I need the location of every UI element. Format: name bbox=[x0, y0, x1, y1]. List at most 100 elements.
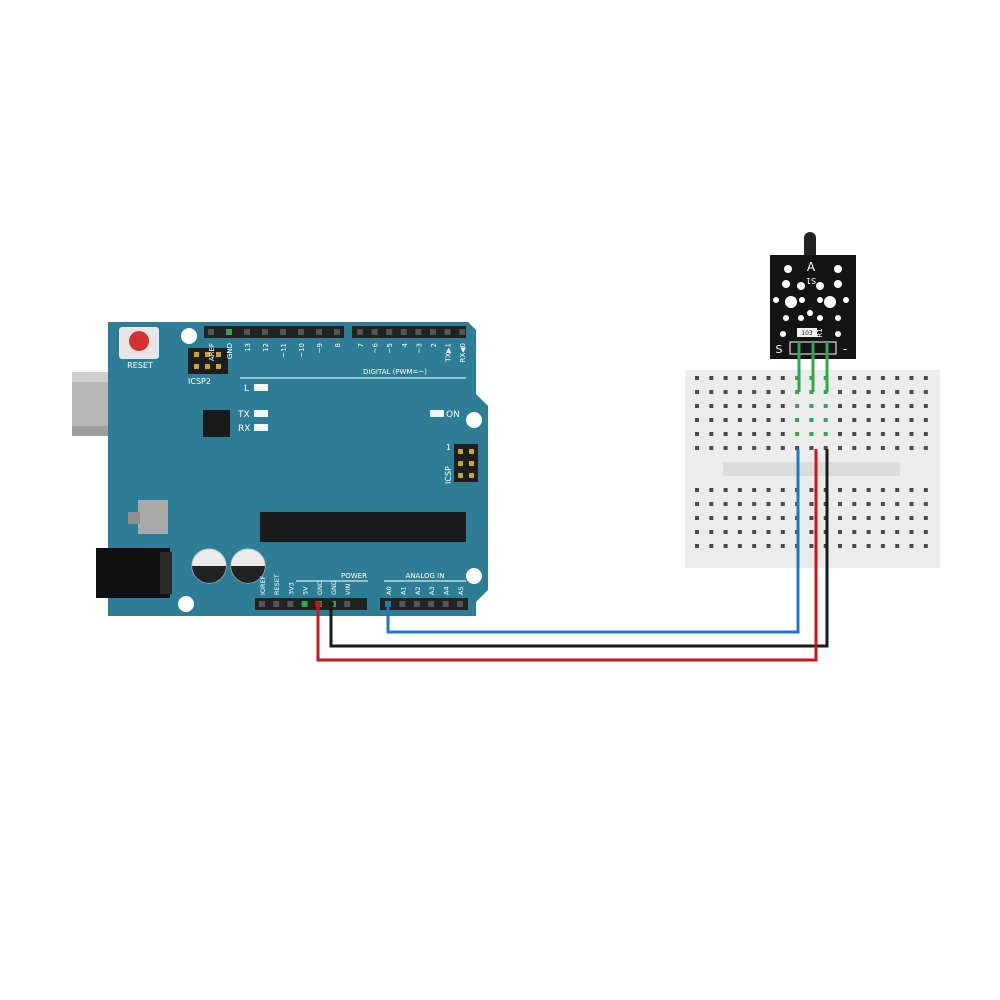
power-wire[interactable] bbox=[316, 449, 818, 662]
breadboard-hole[interactable] bbox=[723, 446, 728, 450]
breadboard-hole[interactable] bbox=[809, 516, 814, 520]
breadboard-hole[interactable] bbox=[852, 502, 857, 506]
digital-pin[interactable] bbox=[357, 329, 363, 335]
breadboard-hole[interactable] bbox=[752, 488, 757, 492]
breadboard-hole[interactable] bbox=[895, 432, 900, 436]
digital-pin[interactable] bbox=[430, 329, 436, 335]
breadboard-hole[interactable] bbox=[695, 418, 699, 422]
breadboard-hole[interactable] bbox=[923, 432, 928, 436]
power-pin[interactable] bbox=[259, 601, 265, 607]
breadboard-hole[interactable] bbox=[880, 376, 885, 380]
breadboard-hole[interactable] bbox=[909, 530, 914, 534]
breadboard-hole[interactable] bbox=[795, 390, 800, 394]
breadboard-hole[interactable] bbox=[838, 530, 842, 534]
breadboard-hole[interactable] bbox=[723, 502, 728, 506]
breadboard-hole[interactable] bbox=[852, 544, 857, 548]
breadboard-hole[interactable] bbox=[709, 544, 714, 548]
breadboard-hole[interactable] bbox=[780, 516, 785, 520]
breadboard-hole[interactable] bbox=[909, 516, 914, 520]
breadboard-hole[interactable] bbox=[737, 446, 742, 450]
analog-pin[interactable] bbox=[428, 601, 435, 607]
breadboard-hole[interactable] bbox=[766, 446, 771, 450]
breadboard-hole[interactable] bbox=[780, 502, 785, 506]
breadboard-hole[interactable] bbox=[752, 432, 757, 436]
breadboard-hole[interactable] bbox=[723, 390, 728, 394]
breadboard-hole[interactable] bbox=[723, 418, 728, 422]
digital-pin[interactable] bbox=[244, 329, 250, 335]
digital-pin[interactable] bbox=[316, 329, 322, 335]
breadboard-hole[interactable] bbox=[737, 516, 742, 520]
breadboard-hole[interactable] bbox=[723, 404, 728, 408]
breadboard-hole[interactable] bbox=[752, 390, 757, 394]
breadboard-hole[interactable] bbox=[866, 432, 871, 436]
signal-wire[interactable] bbox=[386, 449, 800, 634]
breadboard-hole[interactable] bbox=[766, 432, 771, 436]
breadboard-hole[interactable] bbox=[695, 390, 699, 394]
breadboard-hole[interactable] bbox=[723, 530, 728, 534]
breadboard-hole[interactable] bbox=[852, 404, 857, 408]
breadboard-hole[interactable] bbox=[780, 404, 785, 408]
breadboard-hole[interactable] bbox=[838, 418, 842, 422]
breadboard-hole[interactable] bbox=[737, 544, 742, 548]
breadboard-hole[interactable] bbox=[709, 530, 714, 534]
breadboard-hole[interactable] bbox=[752, 446, 757, 450]
breadboard-hole[interactable] bbox=[838, 376, 842, 380]
breadboard-hole[interactable] bbox=[866, 418, 871, 422]
digital-pin[interactable] bbox=[262, 329, 268, 335]
breadboard-hole[interactable] bbox=[909, 432, 914, 436]
breadboard-hole[interactable] bbox=[838, 516, 842, 520]
breadboard-hole[interactable] bbox=[766, 376, 771, 380]
breadboard-hole[interactable] bbox=[866, 502, 871, 506]
breadboard-hole[interactable] bbox=[752, 544, 757, 548]
breadboard-hole[interactable] bbox=[895, 404, 900, 408]
breadboard-hole[interactable] bbox=[823, 404, 828, 408]
digital-pin[interactable] bbox=[444, 329, 451, 335]
breadboard-hole[interactable] bbox=[895, 544, 900, 548]
breadboard-hole[interactable] bbox=[880, 446, 885, 450]
breadboard-hole[interactable] bbox=[695, 488, 699, 492]
breadboard-hole[interactable] bbox=[880, 432, 885, 436]
analog-pin[interactable] bbox=[399, 601, 406, 607]
breadboard-hole[interactable] bbox=[709, 502, 714, 506]
digital-pin[interactable] bbox=[334, 329, 340, 335]
breadboard-hole[interactable] bbox=[880, 544, 885, 548]
breadboard-hole[interactable] bbox=[695, 432, 699, 436]
breadboard-hole[interactable] bbox=[809, 418, 814, 422]
breadboard-hole[interactable] bbox=[766, 418, 771, 422]
breadboard-hole[interactable] bbox=[737, 432, 742, 436]
breadboard-hole[interactable] bbox=[852, 432, 857, 436]
breadboard-hole[interactable] bbox=[923, 446, 928, 450]
breadboard-hole[interactable] bbox=[737, 488, 742, 492]
breadboard-hole[interactable] bbox=[909, 418, 914, 422]
breadboard-hole[interactable] bbox=[809, 502, 814, 506]
breadboard-hole[interactable] bbox=[709, 432, 714, 436]
breadboard-hole[interactable] bbox=[766, 502, 771, 506]
breadboard-hole[interactable] bbox=[709, 488, 714, 492]
breadboard-hole[interactable] bbox=[709, 390, 714, 394]
breadboard-hole[interactable] bbox=[923, 376, 928, 380]
breadboard-hole[interactable] bbox=[795, 404, 800, 408]
breadboard-hole[interactable] bbox=[780, 432, 785, 436]
breadboard-hole[interactable] bbox=[866, 516, 871, 520]
breadboard-hole[interactable] bbox=[795, 446, 800, 450]
breadboard-hole[interactable] bbox=[752, 516, 757, 520]
breadboard-hole[interactable] bbox=[895, 502, 900, 506]
analog-pin[interactable] bbox=[442, 601, 449, 607]
breadboard-hole[interactable] bbox=[852, 530, 857, 534]
breadboard-hole[interactable] bbox=[866, 544, 871, 548]
breadboard-hole[interactable] bbox=[737, 530, 742, 534]
digital-pin[interactable] bbox=[386, 329, 393, 335]
breadboard-hole[interactable] bbox=[923, 488, 928, 492]
breadboard-hole[interactable] bbox=[809, 446, 814, 450]
breadboard-hole[interactable] bbox=[866, 446, 871, 450]
breadboard-hole[interactable] bbox=[695, 516, 699, 520]
breadboard-hole[interactable] bbox=[895, 418, 900, 422]
breadboard-hole[interactable] bbox=[880, 530, 885, 534]
breadboard-hole[interactable] bbox=[809, 530, 814, 534]
breadboard-hole[interactable] bbox=[895, 488, 900, 492]
breadboard-hole[interactable] bbox=[709, 404, 714, 408]
breadboard-hole[interactable] bbox=[709, 376, 714, 380]
breadboard-hole[interactable] bbox=[852, 418, 857, 422]
breadboard-hole[interactable] bbox=[823, 432, 828, 436]
breadboard-hole[interactable] bbox=[895, 516, 900, 520]
